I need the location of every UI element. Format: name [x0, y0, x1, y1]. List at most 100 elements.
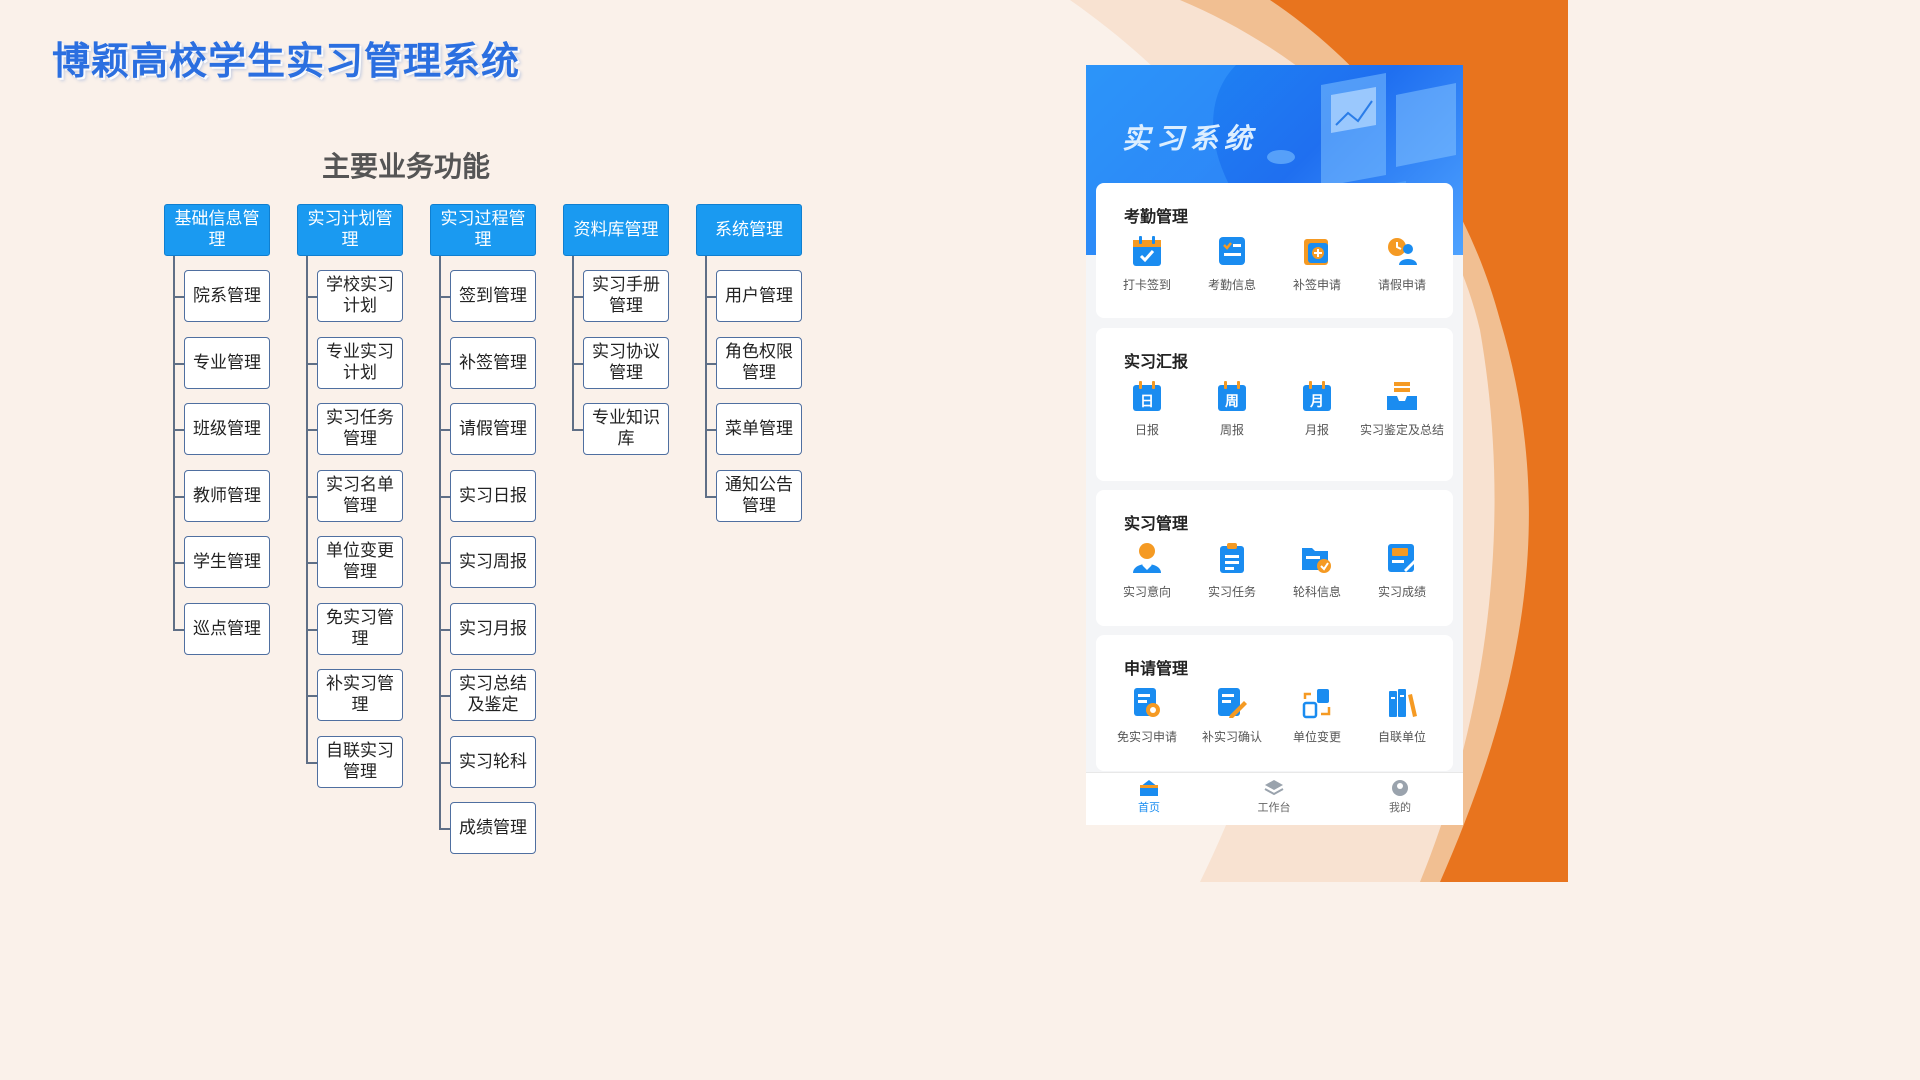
grid-item-checkin[interactable]: 打卡签到 [1104, 235, 1190, 294]
tab-label: 工作台 [1257, 801, 1291, 814]
tree-item: 专业管理 [173, 337, 270, 389]
calendar-glyph: 日 [1140, 394, 1154, 410]
grid-item-intention[interactable]: 实习意向 [1104, 542, 1190, 601]
tree-item: 学生管理 [173, 536, 270, 588]
grid-item-label: 月报 [1304, 423, 1329, 437]
tree-item: 院系管理 [173, 270, 270, 322]
tree-item: 实习任务管理 [306, 403, 403, 455]
calendar-glyph: 周 [1225, 394, 1239, 410]
tree-item: 自联实习管理 [306, 736, 403, 788]
grid-item-label: 打卡签到 [1122, 278, 1171, 292]
tree-item: 通知公告管理 [705, 470, 802, 522]
swap-icon [1302, 689, 1331, 719]
tree-head: 资料库管理 [563, 204, 669, 256]
books-icon [1389, 689, 1417, 717]
tree-item: 实习轮科 [439, 736, 536, 788]
tree-item: 专业知识库 [572, 403, 669, 455]
tree-item: 补签管理 [439, 337, 536, 389]
tree-item: 菜单管理 [705, 403, 802, 455]
tree-item: 用户管理 [705, 270, 802, 322]
tab-workbench[interactable]: 工作台 [1234, 779, 1314, 815]
layers-icon [1264, 780, 1284, 796]
bottom-tab-bar: 首页 工作台 我的 [1086, 772, 1463, 825]
tree-item: 实习总结及鉴定 [439, 669, 536, 721]
checklist-icon [1219, 237, 1245, 265]
page-title: 博颖高校学生实习管理系统 [52, 39, 521, 83]
inbox-tray-icon [1387, 382, 1417, 410]
tree-head: 基础信息管理 [164, 204, 270, 256]
grid-item-score[interactable]: 实习成绩 [1359, 542, 1445, 601]
grid-item-monthly[interactable]: 月 月报 [1274, 380, 1360, 439]
card-internship: 实习管理 实习意向 实习任务 轮科信息 实习成绩 [1096, 490, 1453, 626]
tree-item: 单位变更管理 [306, 536, 403, 588]
card-title: 考勤管理 [1124, 207, 1189, 226]
tree-item: 实习周报 [439, 536, 536, 588]
grid-item-label: 免实习申请 [1116, 730, 1177, 744]
grid-item-label: 日报 [1134, 423, 1159, 437]
grid-item-label: 考勤信息 [1207, 278, 1256, 292]
grid-item-label: 实习成绩 [1377, 585, 1426, 599]
card-attendance: 考勤管理 打卡签到 考勤信息 补签申请 请假申请 [1096, 183, 1453, 318]
tree-item: 签到管理 [439, 270, 536, 322]
tree-item: 实习日报 [439, 470, 536, 522]
grid-item-daily[interactable]: 日 日报 [1104, 380, 1190, 439]
grid-item-label: 单位变更 [1292, 730, 1341, 744]
tree-item: 免实习管理 [306, 603, 403, 655]
tab-mine[interactable]: 我的 [1360, 779, 1440, 815]
grid-item-label: 轮科信息 [1292, 585, 1341, 599]
card-report: 实习汇报 日 日报 周 周报 月 月报 实习鉴定及总结 [1096, 328, 1453, 481]
grid-item-exempt-apply[interactable]: 免实习申请 [1104, 687, 1190, 746]
tree-item: 补实习管理 [306, 669, 403, 721]
document-badge-icon [1134, 688, 1160, 717]
tree-item: 实习协议管理 [572, 337, 669, 389]
grid-item-unit-change[interactable]: 单位变更 [1274, 687, 1360, 746]
user-icon [1392, 780, 1408, 796]
tree-item: 实习名单管理 [306, 470, 403, 522]
banner-title: 实习系统 [1122, 122, 1259, 155]
calendar-day-icon: 日 [1133, 381, 1161, 411]
tree-item: 实习手册管理 [572, 270, 669, 322]
phone-mockup: 实习系统 考勤管理 打卡签到 考勤信息 补签申请 请假申请 实习汇报 日 日报 … [1086, 65, 1463, 825]
tree-item: 成绩管理 [439, 802, 536, 854]
tree-connector [173, 256, 175, 630]
home-icon [1140, 780, 1158, 796]
grid-item-leave-apply[interactable]: 请假申请 [1359, 235, 1445, 294]
grid-item-appraisal[interactable]: 实习鉴定及总结 [1359, 380, 1445, 439]
grid-item-self-unit[interactable]: 自联单位 [1359, 687, 1445, 746]
tree-item: 专业实习计划 [306, 337, 403, 389]
tree-connector [439, 256, 441, 829]
tree-connector [306, 256, 308, 763]
grid-item-makeup-confirm[interactable]: 补实习确认 [1189, 687, 1275, 746]
tree-item: 巡点管理 [173, 603, 270, 655]
grid-item-rotation[interactable]: 轮科信息 [1274, 542, 1360, 601]
tree-head: 实习计划管理 [297, 204, 403, 256]
grid-item-weekly[interactable]: 周 周报 [1189, 380, 1275, 439]
tree-item: 教师管理 [173, 470, 270, 522]
card-application: 申请管理 免实习申请 补实习确认 单位变更 自联单位 [1096, 635, 1453, 771]
tab-label: 首页 [1138, 801, 1160, 814]
calendar-month-icon: 月 [1303, 381, 1331, 411]
folder-rotate-icon [1302, 548, 1331, 573]
grid-item-label: 自联单位 [1377, 730, 1426, 744]
tab-label: 我的 [1389, 801, 1411, 814]
tree-connector [705, 256, 707, 497]
card-title: 实习管理 [1124, 514, 1189, 533]
tree-item: 学校实习计划 [306, 270, 403, 322]
card-title: 实习汇报 [1124, 352, 1189, 371]
calendar-week-icon: 周 [1218, 381, 1246, 411]
document-pen-icon [1218, 688, 1247, 718]
calendar-check-icon [1133, 236, 1161, 266]
tree-head: 系统管理 [696, 204, 802, 256]
grid-item-resign-apply[interactable]: 补签申请 [1274, 235, 1360, 294]
grid-item-attendance-info[interactable]: 考勤信息 [1189, 235, 1275, 294]
tree-item: 实习月报 [439, 603, 536, 655]
grid-item-label: 请假申请 [1377, 278, 1426, 292]
calendar-glyph: 月 [1309, 394, 1324, 410]
add-document-icon [1304, 239, 1328, 265]
tree-item: 角色权限管理 [705, 337, 802, 389]
grid-item-label: 补签申请 [1292, 278, 1341, 292]
tree-head: 实习过程管理 [430, 204, 536, 256]
grid-item-task[interactable]: 实习任务 [1189, 542, 1275, 601]
tab-home[interactable]: 首页 [1109, 779, 1189, 815]
person-heart-icon [1133, 543, 1161, 573]
